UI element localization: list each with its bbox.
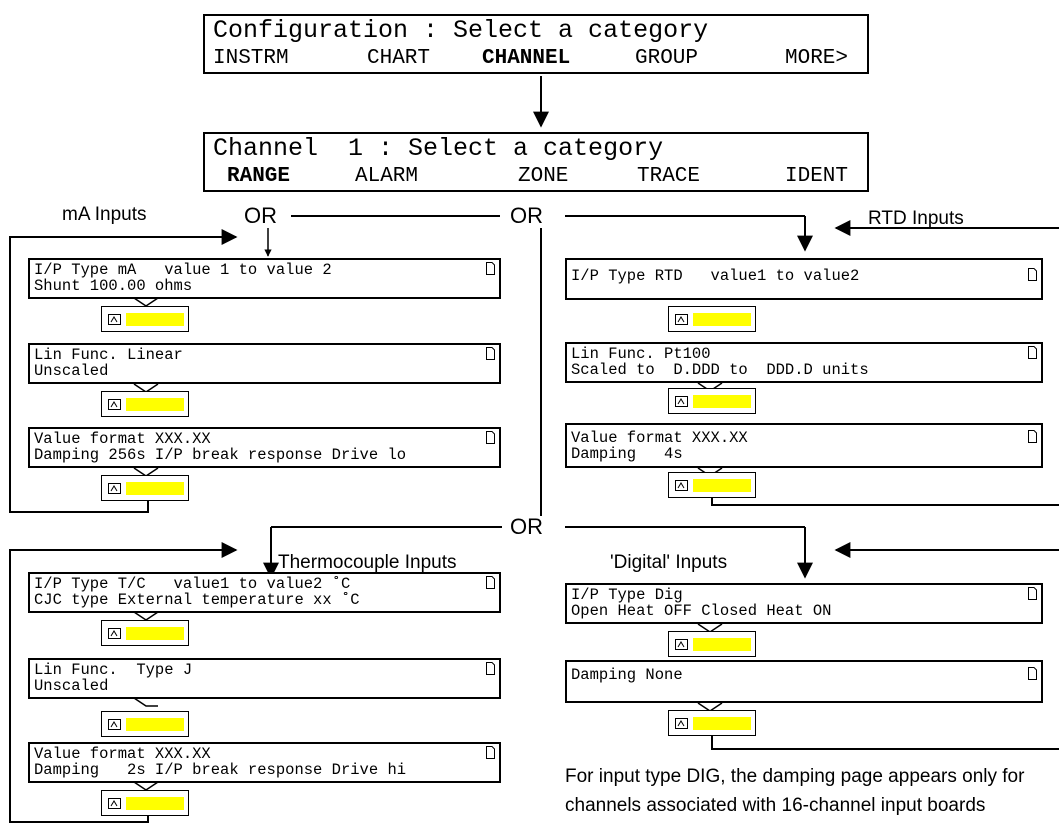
edit-icon — [675, 718, 688, 729]
page-icon — [1028, 268, 1037, 281]
thermocouple-inputs-label: Thermocouple Inputs — [278, 552, 457, 573]
edit-key-highlight — [693, 313, 751, 326]
configuration-title: Configuration : Select a category — [213, 16, 709, 45]
menu-item-trace[interactable]: TRACE — [637, 165, 701, 188]
edit-key-highlight — [126, 313, 184, 326]
or-label-center-bottom: OR — [507, 516, 546, 538]
menu-item-chart[interactable]: CHART — [367, 47, 431, 70]
page-line: Lin Func. Linear — [34, 346, 183, 364]
edit-key-highlight — [126, 482, 184, 495]
edit-key[interactable] — [101, 620, 189, 646]
page-icon — [1028, 346, 1037, 359]
menu-item-more[interactable]: MORE> — [785, 47, 849, 70]
edit-key[interactable] — [101, 790, 189, 816]
edit-key-highlight — [693, 638, 751, 651]
edit-icon — [108, 628, 121, 639]
edit-key[interactable] — [668, 306, 756, 332]
channel-menu: Channel 1 : Select a category RANGE ALAR… — [203, 132, 869, 192]
edit-key[interactable] — [101, 391, 189, 417]
edit-key-highlight — [126, 398, 184, 411]
page-line: Damping None — [571, 666, 683, 684]
rtd-lin-func-page: Lin Func. Pt100 Scaled to D.DDD to DDD.D… — [565, 342, 1043, 383]
page-line: I/P Type T/C value1 to value2 ˚C — [34, 575, 351, 593]
dig-damping-note: For input type DIG, the damping page app… — [565, 766, 1025, 816]
page-line: Value format XXX.XX — [34, 745, 211, 763]
edit-icon — [108, 483, 121, 494]
ma-inputs-label: mA Inputs — [62, 204, 147, 225]
page-line: Shunt 100.00 ohms — [34, 277, 193, 295]
digital-inputs-label: 'Digital' Inputs — [610, 552, 728, 573]
page-icon — [1028, 667, 1037, 680]
dig-type-page: I/P Type Dig Open Heat OFF Closed Heat O… — [565, 583, 1043, 624]
tc-type-page: I/P Type T/C value1 to value2 ˚C CJC typ… — [28, 572, 501, 613]
page-icon — [1028, 430, 1037, 443]
ma-lin-func-page: Lin Func. Linear Unscaled — [28, 343, 501, 384]
menu-item-group[interactable]: GROUP — [635, 47, 699, 70]
edit-key-highlight — [126, 627, 184, 640]
page-line: Lin Func. Type J — [34, 661, 193, 679]
page-line: Open Heat OFF Closed Heat ON — [571, 602, 832, 620]
tc-value-format-page: Value format XXX.XX Damping 2s I/P break… — [28, 742, 501, 783]
edit-icon — [675, 639, 688, 650]
page-line: Damping 256s I/P break response Drive lo — [34, 446, 407, 464]
page-line: Unscaled — [34, 362, 109, 380]
page-line: I/P Type RTD value1 to value2 — [571, 267, 860, 285]
edit-key-highlight — [126, 797, 184, 810]
menu-item-alarm[interactable]: ALARM — [355, 165, 419, 188]
menu-item-range[interactable]: RANGE — [227, 165, 291, 188]
page-icon — [486, 746, 495, 759]
page-icon — [1028, 587, 1037, 600]
or-label-center-top: OR — [507, 205, 546, 227]
edit-icon — [675, 480, 688, 491]
edit-key[interactable] — [668, 472, 756, 498]
rtd-type-page: I/P Type RTD value1 to value2 — [565, 258, 1043, 300]
edit-key[interactable] — [668, 631, 756, 657]
page-icon — [486, 347, 495, 360]
ma-type-page: I/P Type mA value 1 to value 2 Shunt 100… — [28, 258, 501, 299]
configuration-menu: Configuration : Select a category INSTRM… — [203, 14, 869, 74]
menu-item-ident[interactable]: IDENT — [785, 165, 849, 188]
edit-key-highlight — [693, 479, 751, 492]
page-line: Value format XXX.XX — [571, 429, 748, 447]
channel-title: Channel 1 : Select a category — [213, 134, 664, 163]
edit-key-highlight — [126, 718, 184, 731]
ma-value-format-page: Value format XXX.XX Damping 256s I/P bre… — [28, 427, 501, 468]
edit-icon — [108, 314, 121, 325]
tc-lin-func-page: Lin Func. Type J Unscaled — [28, 658, 501, 699]
edit-key[interactable] — [668, 388, 756, 414]
edit-key[interactable] — [101, 711, 189, 737]
page-line: Damping 4s — [571, 445, 683, 463]
page-line: I/P Type Dig — [571, 586, 683, 604]
page-line: Value format XXX.XX — [34, 430, 211, 448]
page-line: Lin Func. Pt100 — [571, 345, 711, 363]
rtd-value-format-page: Value format XXX.XX Damping 4s — [565, 423, 1043, 468]
dig-damping-page: Damping None — [565, 660, 1043, 703]
edit-key[interactable] — [101, 475, 189, 501]
page-line: Scaled to D.DDD to DDD.D units — [571, 361, 869, 379]
edit-key[interactable] — [668, 710, 756, 736]
edit-icon — [675, 314, 688, 325]
page-icon — [486, 262, 495, 275]
edit-icon — [108, 798, 121, 809]
edit-icon — [675, 396, 688, 407]
rtd-inputs-label: RTD Inputs — [868, 208, 964, 229]
menu-item-instrm[interactable]: INSTRM — [213, 47, 289, 70]
page-line: Damping 2s I/P break response Drive hi — [34, 761, 407, 779]
edit-key-highlight — [693, 717, 751, 730]
edit-key[interactable] — [101, 306, 189, 332]
edit-icon — [108, 719, 121, 730]
page-line: CJC type External temperature xx ˚C — [34, 591, 360, 609]
page-icon — [486, 431, 495, 444]
menu-item-channel[interactable]: CHANNEL — [482, 47, 571, 70]
or-label-left: OR — [241, 205, 280, 227]
page-line: Unscaled — [34, 677, 109, 695]
edit-key-highlight — [693, 395, 751, 408]
menu-item-zone[interactable]: ZONE — [518, 165, 569, 188]
page-icon — [486, 662, 495, 675]
page-icon — [486, 576, 495, 589]
edit-icon — [108, 399, 121, 410]
page-line: I/P Type mA value 1 to value 2 — [34, 261, 332, 279]
